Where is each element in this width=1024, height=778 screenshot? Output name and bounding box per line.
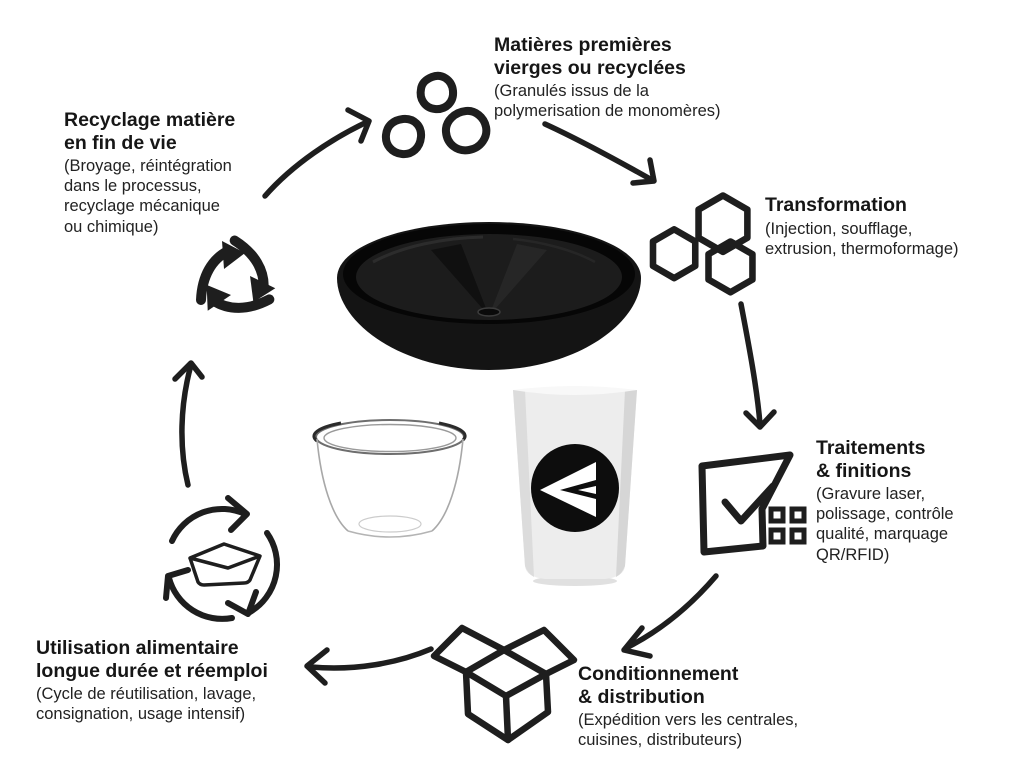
arrow-transformation-to-treatments	[738, 301, 777, 430]
clear-reusable-container	[312, 419, 467, 538]
arrow-treatments-to-packaging	[621, 573, 719, 659]
black-plastic-bowl	[337, 222, 641, 370]
stage-title: Recyclage matière en fin de vie	[64, 109, 236, 154]
stage-title: Transformation	[765, 194, 907, 216]
stage-subtitle: (Broyage, réintégration dans le processu…	[64, 157, 232, 236]
white-reusable-cup-with-logo	[513, 386, 637, 586]
stage-recycling: Recyclage matière en fin de vie (Broyage…	[64, 109, 235, 237]
stage-subtitle: (Granulés issus de la polymerisation de …	[494, 82, 721, 121]
stage-subtitle: (Gravure laser, polissage, contrôle qual…	[816, 485, 954, 564]
arrow-usage-to-recycling	[172, 360, 205, 488]
arrow-packaging-to-usage	[304, 646, 434, 686]
stage-subtitle: (Cycle de réutilisation, lavage, consign…	[36, 685, 257, 724]
stage-title: Conditionnement & distribution	[578, 663, 739, 708]
quality-check-icon	[698, 451, 807, 556]
arrow-recycling-to-raw	[262, 107, 372, 199]
reuse-cycle-icon	[163, 495, 280, 622]
open-box-icon	[430, 624, 578, 744]
stage-transformation: Transformation (Injection, soufflage, ex…	[765, 194, 959, 259]
stage-subtitle: (Injection, soufflage, extrusion, thermo…	[765, 219, 959, 258]
stage-usage: Utilisation alimentaire longue durée et …	[36, 637, 268, 724]
stage-treatments: Traitements & finitions (Gravure laser, …	[816, 437, 954, 565]
stage-raw-materials: Matières premières vierges ou recyclées …	[494, 34, 721, 121]
stage-title: Utilisation alimentaire longue durée et …	[36, 637, 268, 682]
stage-packaging: Conditionnement & distribution (Expéditi…	[578, 663, 798, 750]
arrow-raw-to-transformation	[542, 121, 657, 186]
stage-title: Matières premières vierges ou recyclées	[494, 34, 686, 79]
granules-icon	[381, 71, 491, 159]
hexagons-icon	[649, 192, 756, 296]
recycling-symbol-icon	[196, 235, 276, 313]
stage-subtitle: (Expédition vers les centrales, cuisines…	[578, 711, 799, 750]
stage-title: Traitements & finitions	[816, 437, 926, 482]
